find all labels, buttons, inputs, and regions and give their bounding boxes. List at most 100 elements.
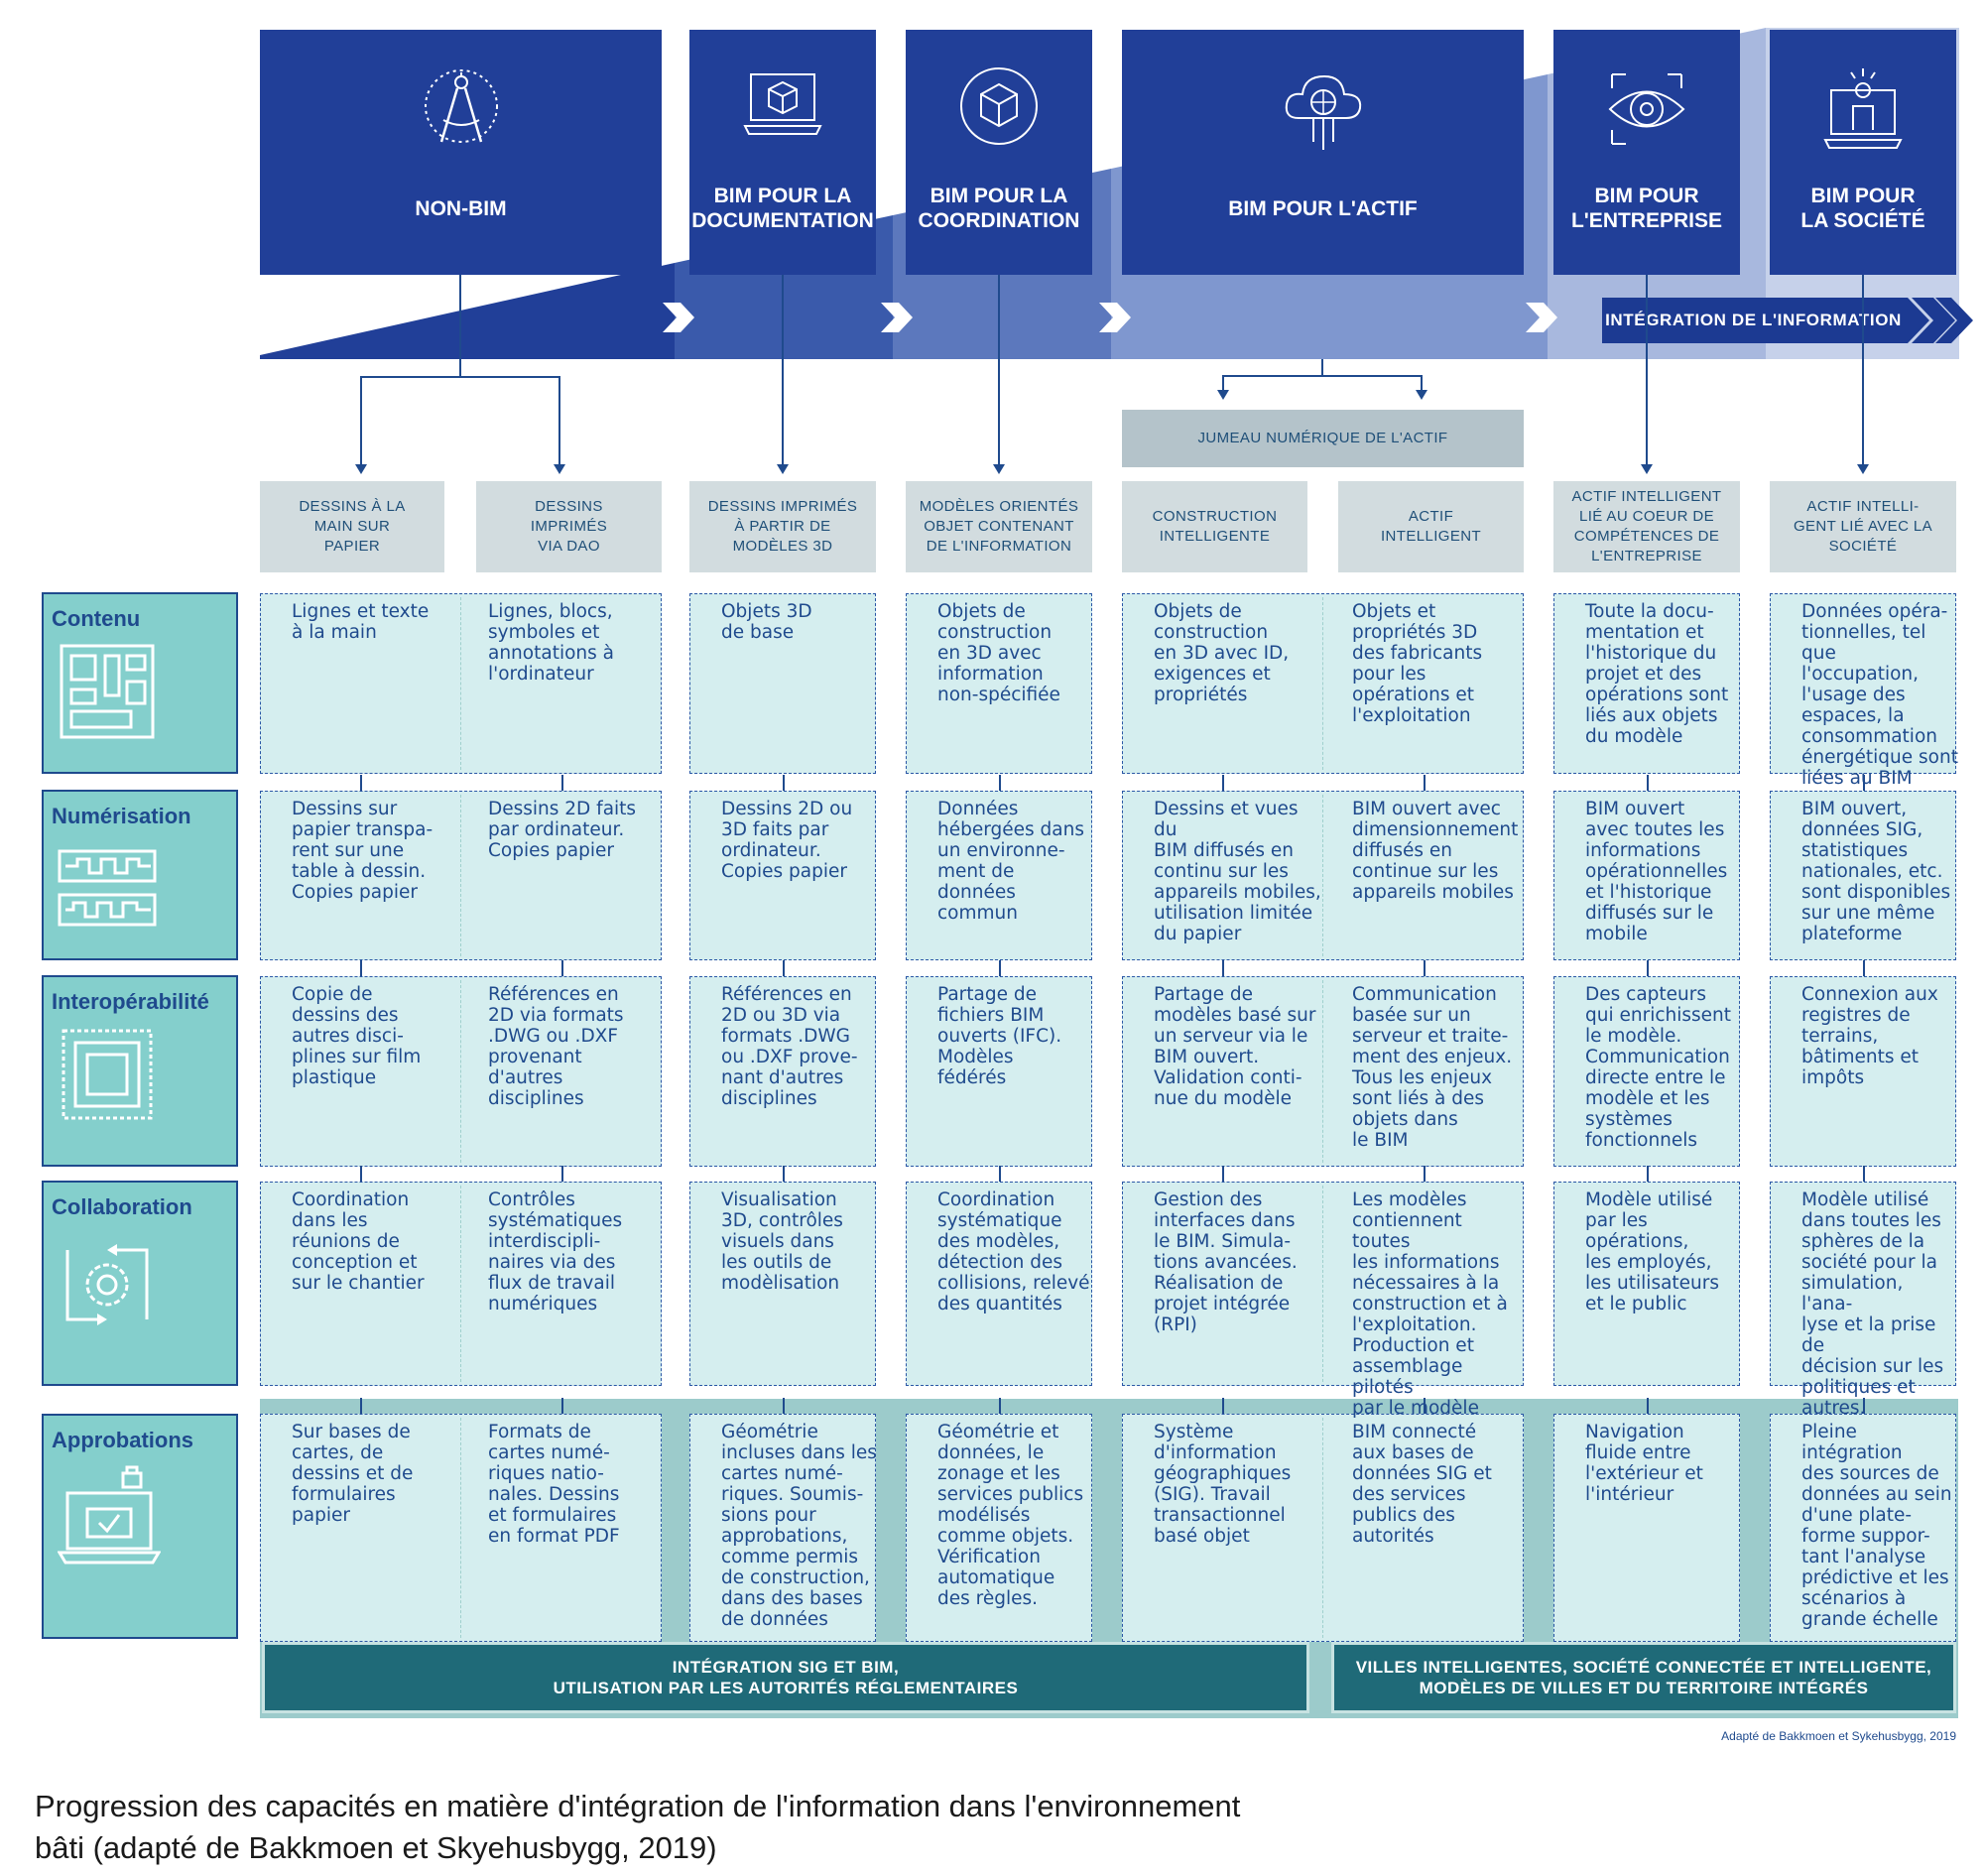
arrow-down — [1416, 390, 1427, 400]
row-connector-tick — [1863, 960, 1865, 976]
row-connector-tick — [999, 1398, 1001, 1414]
cell-text: BIM ouvert avec dimensionnement diffusés… — [1352, 799, 1519, 903]
cell-text: Partage de fichiers BIM ouverts (IFC). M… — [937, 984, 1062, 1088]
compass-icon — [424, 69, 498, 143]
row-connector-tick — [360, 1166, 362, 1182]
cell-text: Des capteurs qui enrichissent le modèle.… — [1585, 984, 1732, 1151]
row-connector-tick — [1424, 1398, 1426, 1414]
cell-text: Toute la docu- mentation et l'historique… — [1585, 601, 1729, 747]
row-connector-tick — [783, 775, 785, 791]
row-connector-tick — [561, 775, 563, 791]
connector-line — [1321, 359, 1323, 377]
source-note: Adapté de Bakkmoen et Sykehusbygg, 2019 — [1721, 1729, 1956, 1743]
cell-group-box — [906, 976, 1092, 1167]
eye-icon — [1608, 73, 1685, 145]
connector-line — [1862, 275, 1864, 464]
circuit-board-icon — [60, 644, 155, 739]
row-connector-tick — [1424, 775, 1426, 791]
connector-line — [998, 275, 1000, 464]
phase-title: BIM POUR LA COORDINATION — [918, 185, 1080, 232]
banner-sig-bim: INTÉGRATION SIG ET BIM, UTILISATION PAR … — [262, 1642, 1309, 1713]
gear-cycle-icon — [65, 1244, 149, 1325]
subheader: ACTIF INTELLIGENT LIÉ AU COEUR DE COMPÉT… — [1553, 481, 1740, 572]
phase-bim-documentation: BIM POUR LA DOCUMENTATION — [689, 30, 876, 275]
cell-text: Formats de cartes numé- riques natio- na… — [488, 1422, 620, 1547]
subheader: DESSINS À LA MAIN SUR PAPIER — [260, 481, 444, 572]
row-connector-tick — [1222, 775, 1224, 791]
phase-title: BIM POUR LA SOCIÉTÉ — [1800, 185, 1925, 232]
phase-bim-entreprise: BIM POUR L'ENTREPRISE — [1553, 30, 1740, 275]
cell-text: Copie de dessins des autres disci- pline… — [292, 984, 422, 1088]
cell-divider — [1322, 980, 1323, 1163]
row-connector-tick — [1863, 1166, 1865, 1182]
phase-bim-actif: BIM POUR L'ACTIF — [1122, 30, 1524, 275]
cell-text: BIM connecté aux bases de données SIG et… — [1352, 1422, 1492, 1547]
connector-line — [360, 376, 362, 464]
cell-text: Coordination dans les réunions de concep… — [292, 1189, 425, 1294]
row-label-text: Approbations — [52, 1428, 193, 1452]
arrow-down — [993, 464, 1005, 474]
cell-group-box — [1770, 1414, 1956, 1642]
row-connector-tick — [783, 1398, 785, 1414]
cloud-globe-icon — [1285, 74, 1361, 150]
cell-text: BIM ouvert, données SIG, statistiques na… — [1801, 799, 1951, 944]
cell-text: Références en 2D ou 3D via formats .DWG … — [721, 984, 858, 1109]
row-label-text: Contenu — [52, 606, 141, 631]
cell-text: Références en 2D via formats .DWG ou .DX… — [488, 984, 624, 1109]
arrow-down — [1857, 464, 1869, 474]
connector-line — [1222, 375, 1423, 377]
cell-text: Partage de modèles basé sur un serveur v… — [1154, 984, 1316, 1109]
connector-line — [1222, 375, 1224, 390]
phase-bim-coordination: BIM POUR LA COORDINATION — [906, 30, 1092, 275]
cell-text: Données opéra- tionnelles, tel que l'occ… — [1801, 601, 1958, 789]
cell-group-box — [1553, 976, 1740, 1167]
cell-divider — [1322, 1186, 1323, 1382]
row-label-collaboration: Collaboration — [42, 1181, 238, 1386]
cell-group-box — [1770, 791, 1956, 960]
cell-text: Connexion aux registres de terrains, bât… — [1801, 984, 1938, 1088]
cell-text: Objets 3D de base — [721, 601, 812, 643]
cell-text: Géométrie et données, le zonage et les s… — [937, 1422, 1084, 1609]
phase-title: BIM POUR L'ACTIF — [1228, 197, 1418, 220]
cell-text: Coordination systématique des modèles, d… — [937, 1189, 1090, 1314]
cell-text: Contrôles systématiques interdiscipli- n… — [488, 1189, 623, 1314]
arrow-down — [777, 464, 789, 474]
phase-title: BIM POUR LA DOCUMENTATION — [691, 185, 874, 232]
connector-line — [1421, 375, 1423, 390]
cell-text: Système d'information géographiques (SIG… — [1154, 1422, 1292, 1547]
cell-text: Communication basée sur un serveur et tr… — [1352, 984, 1513, 1151]
binary-strip-icon — [58, 849, 157, 927]
cell-group-box — [1553, 593, 1740, 774]
row-connector-tick — [360, 960, 362, 976]
connector-line — [1646, 275, 1648, 464]
row-connector-tick — [783, 1166, 785, 1182]
row-connector-tick — [1863, 775, 1865, 791]
row-connector-tick — [1222, 1398, 1224, 1414]
phase-non-bim: NON-BIM — [260, 30, 662, 275]
cell-group-box — [906, 1182, 1092, 1386]
cell-text: Modèle utilisé par les opérations, les e… — [1585, 1189, 1720, 1314]
arrow-down — [554, 464, 565, 474]
cell-group-box — [689, 1182, 876, 1386]
person-screen-icon — [1823, 68, 1903, 149]
cell-text: Dessins 2D faits par ordinateur. Copies … — [488, 799, 637, 861]
row-label-text: Numérisation — [52, 804, 191, 828]
cell-text: Lignes et texte à la main — [292, 601, 430, 643]
cell-text: Gestion des interfaces dans le BIM. Simu… — [1154, 1189, 1298, 1335]
cell-group-box — [1553, 791, 1740, 960]
row-connector-tick — [561, 1398, 563, 1414]
cell-group-box — [1770, 976, 1956, 1167]
row-connector-tick — [999, 775, 1001, 791]
cell-text: Géométrie incluses dans les cartes numé-… — [721, 1422, 877, 1630]
laptop-cube-icon — [743, 73, 822, 135]
cell-group-box — [1553, 1182, 1740, 1386]
row-connector-tick — [783, 960, 785, 976]
row-label-text: Interopérabilité — [52, 989, 209, 1014]
cell-group-box — [906, 593, 1092, 774]
cell-group-box — [689, 791, 876, 960]
row-connector-tick — [999, 1166, 1001, 1182]
laptop-check-icon — [58, 1465, 161, 1564]
cell-text: Objets de construction en 3D avec inform… — [937, 601, 1060, 705]
row-connector-tick — [1863, 1398, 1865, 1414]
connector-line — [558, 376, 560, 464]
